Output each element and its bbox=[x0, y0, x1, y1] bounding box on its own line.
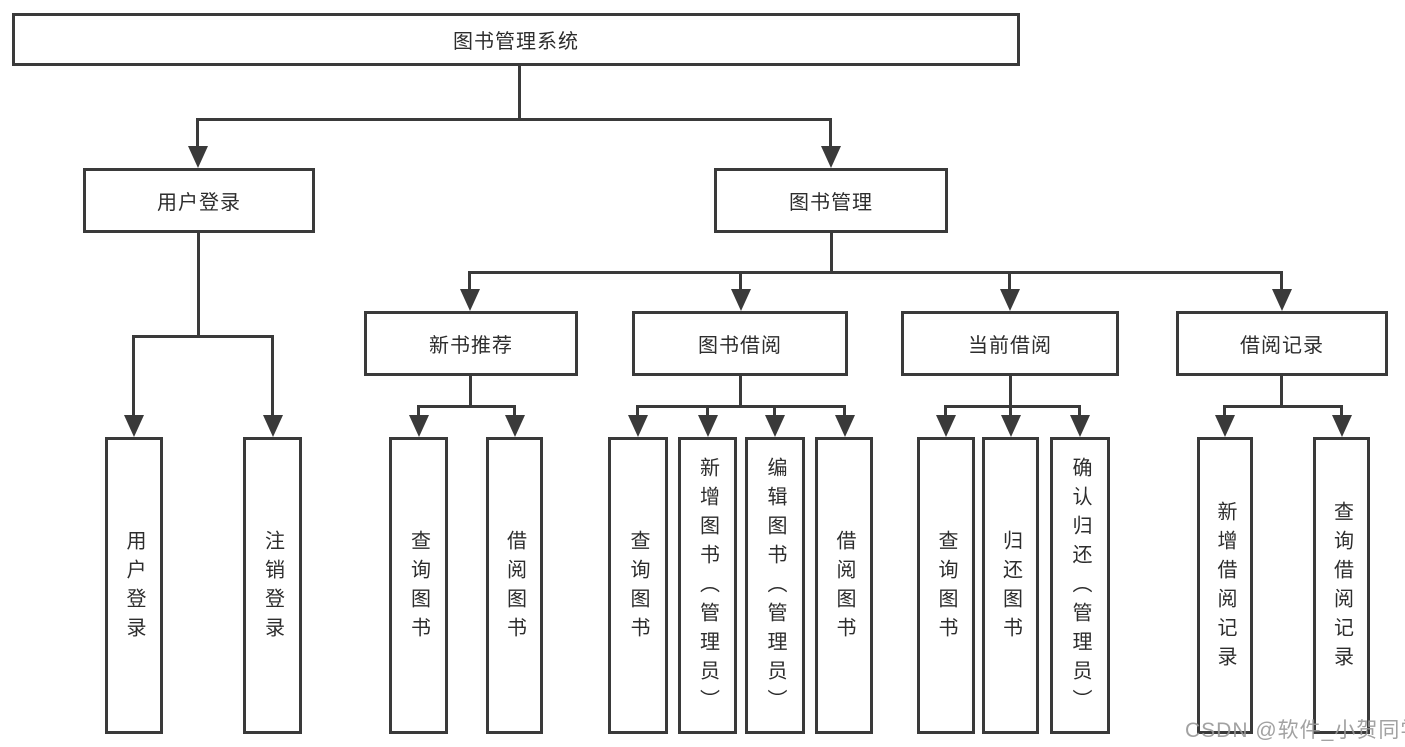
connector-borrow-records-stem bbox=[1280, 376, 1283, 408]
arrow-borrowing-query bbox=[627, 405, 648, 437]
connector-book-borrowing-bar bbox=[636, 405, 846, 408]
arrow-current-confirm bbox=[1069, 405, 1090, 437]
node-current-borrowing: 当前借阅 bbox=[901, 311, 1119, 376]
leaf-borrowing-query-books: 查询图书 bbox=[608, 437, 668, 734]
connector-book-borrowing-stem bbox=[739, 376, 742, 408]
connector-current-borrowing-stem bbox=[1009, 376, 1012, 408]
node-user-login: 用户登录 bbox=[83, 168, 315, 233]
connector-borrow-records-bar bbox=[1223, 405, 1342, 408]
connector-current-borrowing-bar bbox=[944, 405, 1081, 408]
leaf-records-query-borrow-record: 查询借阅记录 bbox=[1313, 437, 1370, 734]
arrow-to-book-borrowing bbox=[730, 271, 751, 311]
arrow-current-return bbox=[1000, 405, 1021, 437]
connector-level2-bar bbox=[468, 271, 1283, 274]
arrow-to-leaf-logout bbox=[262, 335, 283, 437]
connector-book-management-stem bbox=[830, 233, 833, 274]
arrow-borrowing-edit bbox=[764, 405, 785, 437]
leaf-current-return-books: 归还图书 bbox=[982, 437, 1039, 734]
connector-user-login-bar bbox=[132, 335, 274, 338]
arrow-new-book-borrow bbox=[504, 405, 525, 437]
arrow-new-book-query bbox=[408, 405, 429, 437]
csdn-watermark: CSDN @软件_小贺同学 bbox=[1185, 719, 1405, 742]
arrow-to-borrow-records bbox=[1271, 271, 1292, 311]
arrow-to-book-management bbox=[820, 118, 841, 168]
arrow-records-add bbox=[1214, 405, 1235, 437]
arrow-to-new-book-recommend bbox=[459, 271, 480, 311]
arrow-records-query bbox=[1331, 405, 1352, 437]
arrow-to-current-borrowing bbox=[999, 271, 1020, 311]
arrow-to-leaf-user-login bbox=[123, 335, 144, 437]
leaf-recommend-query-books: 查询图书 bbox=[389, 437, 448, 734]
leaf-logout: 注销登录 bbox=[243, 437, 302, 734]
leaf-user-login: 用户登录 bbox=[105, 437, 163, 734]
node-book-borrowing: 图书借阅 bbox=[632, 311, 848, 376]
node-library-management-system: 图书管理系统 bbox=[12, 13, 1020, 66]
arrow-borrowing-add bbox=[697, 405, 718, 437]
leaf-current-query-books: 查询图书 bbox=[917, 437, 975, 734]
connector-new-book-bar bbox=[417, 405, 516, 408]
node-borrow-records: 借阅记录 bbox=[1176, 311, 1388, 376]
leaf-borrowing-borrow-books: 借阅图书 bbox=[815, 437, 873, 734]
leaf-recommend-borrow-books: 借阅图书 bbox=[486, 437, 543, 734]
connector-level1-bar bbox=[196, 118, 832, 121]
arrow-to-user-login bbox=[187, 118, 208, 168]
connector-user-login-stem bbox=[197, 233, 200, 338]
node-book-management: 图书管理 bbox=[714, 168, 948, 233]
node-new-book-recommend: 新书推荐 bbox=[364, 311, 578, 376]
connector-root-stem bbox=[518, 66, 521, 121]
leaf-current-confirm-return-admin: 确认归还（管理员） bbox=[1050, 437, 1110, 734]
arrow-current-query bbox=[935, 405, 956, 437]
leaf-borrowing-add-books-admin: 新增图书（管理员） bbox=[678, 437, 737, 734]
leaf-records-add-borrow-record: 新增借阅记录 bbox=[1197, 437, 1253, 734]
arrow-borrowing-borrow bbox=[834, 405, 855, 437]
leaf-borrowing-edit-books-admin: 编辑图书（管理员） bbox=[745, 437, 805, 734]
connector-new-book-stem bbox=[469, 376, 472, 408]
